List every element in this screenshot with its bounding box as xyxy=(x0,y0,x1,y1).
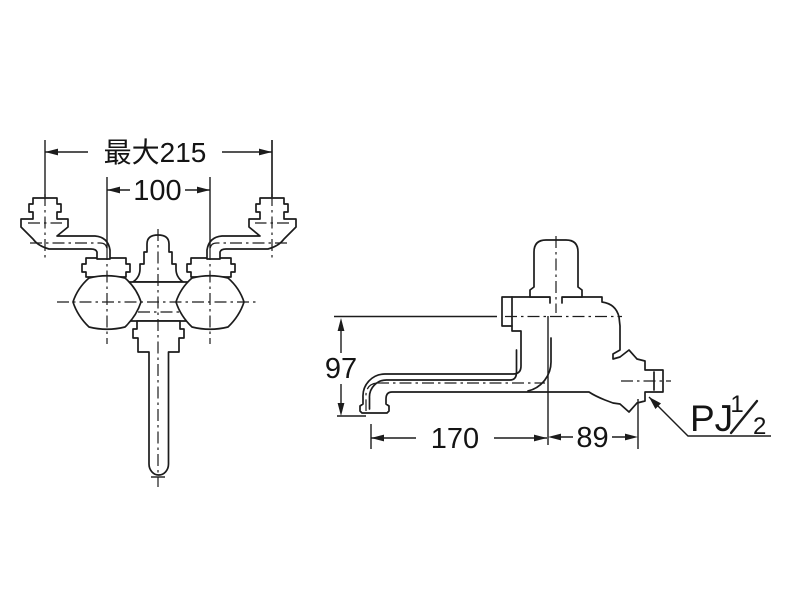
dimension-spout-reach: 170 xyxy=(370,316,549,455)
arrowhead-down xyxy=(337,403,345,416)
side-body-and-spout xyxy=(359,296,664,414)
leader-arrowhead xyxy=(649,397,661,409)
connection-label-prefix: PJ xyxy=(690,398,733,439)
dim-spout-reach-label: 170 xyxy=(431,423,479,455)
dim-height-label: 97 xyxy=(325,353,357,385)
faucet-side-view: 97 170 89 PJ 1 2 xyxy=(325,236,771,455)
connection-label-denominator: 2 xyxy=(753,413,766,440)
arrowhead-right xyxy=(625,433,638,441)
dimension-wall-offset: 89 xyxy=(548,399,639,454)
arrowhead-left xyxy=(371,434,384,442)
faucet-front-view: 最大215 100 xyxy=(20,137,297,487)
dimension-height: 97 xyxy=(325,315,497,417)
dim-max-width-label: 最大215 xyxy=(104,137,207,168)
leader-line xyxy=(648,396,771,437)
dimension-handle-spacing: 100 xyxy=(107,175,210,207)
spout-tip-centerline xyxy=(365,382,378,411)
fraction-slash xyxy=(729,399,759,435)
arrowhead-left xyxy=(107,186,120,194)
spout-elbow-outer-arc xyxy=(527,337,552,392)
arrowhead-right xyxy=(534,434,547,442)
arrowhead-left xyxy=(45,148,58,156)
front-left-assembly xyxy=(20,139,142,345)
arrowhead-right xyxy=(197,186,210,194)
dim-wall-offset-label: 89 xyxy=(576,422,608,454)
front-right-assembly xyxy=(175,139,297,345)
side-handle-knob xyxy=(529,239,583,304)
dimension-max-width: 最大215 xyxy=(45,137,273,197)
arrowhead-left xyxy=(548,433,561,441)
connection-callout: PJ 1 2 xyxy=(648,391,771,440)
arrowhead-right xyxy=(259,148,272,156)
arrowhead-up xyxy=(337,318,345,331)
connection-label-numerator: 1 xyxy=(730,391,743,418)
spout-inner-wall-line xyxy=(368,349,518,410)
dim-handle-spacing-label: 100 xyxy=(133,175,181,207)
